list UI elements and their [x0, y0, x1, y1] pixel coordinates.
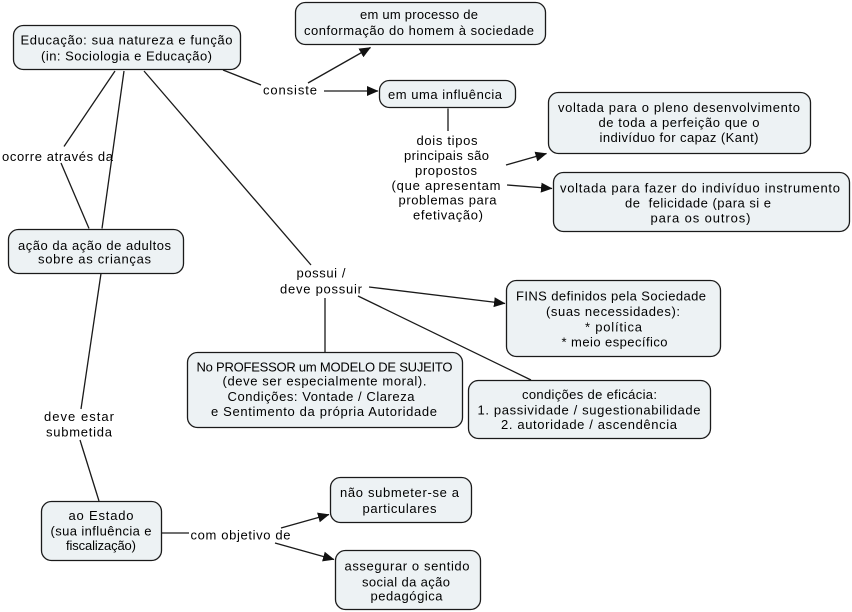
svg-text:Educação: sua natureza e funçã: Educação: sua natureza e função [21, 32, 233, 47]
svg-text:principais são: principais são [404, 148, 489, 163]
svg-text:Condições: Vontade / Clareza: Condições: Vontade / Clareza [228, 389, 416, 404]
svg-text:(sua influência e: (sua influência e [51, 524, 152, 539]
svg-text:possui /: possui / [297, 265, 346, 280]
svg-text:em um processo de: em um processo de [360, 7, 478, 22]
svg-text:(deve ser especialmente moral): (deve ser especialmente moral). [223, 374, 427, 389]
svg-text:(que apresentam: (que apresentam [392, 178, 501, 193]
svg-text:conformação do homem à socieda: conformação do homem à sociedade [304, 23, 534, 38]
svg-text:particulares: particulares [363, 501, 438, 516]
svg-text:social da ação: social da ação [362, 575, 450, 590]
svg-text:voltada para fazer do indivídu: voltada para fazer do indivíduo instrume… [560, 181, 840, 196]
svg-text:para os outros): para os outros) [651, 211, 751, 226]
svg-text:com objetivo de: com objetivo de [191, 528, 291, 543]
svg-text:voltada para o pleno desenvolv: voltada para o pleno desenvolvimento [558, 100, 800, 115]
svg-text:(suas necessidades):: (suas necessidades): [546, 304, 680, 319]
svg-text:indivíduo for capaz (Kant): indivíduo for capaz (Kant) [600, 130, 759, 145]
svg-text:submetida: submetida [46, 425, 113, 440]
svg-text:assegurar o sentido: assegurar o sentido [345, 559, 470, 574]
svg-text:1. passividade / sugestionabil: 1. passividade / sugestionabilidade [478, 402, 701, 417]
svg-text:em uma influência: em uma influência [388, 87, 503, 102]
svg-text:* política: * política [585, 320, 643, 335]
svg-text:ação da ação de adultos: ação da ação de adultos [18, 238, 172, 253]
svg-text:FINS definidos pela Sociedade: FINS definidos pela Sociedade [516, 289, 706, 304]
svg-text:sobre as crianças: sobre as crianças [38, 252, 152, 267]
svg-text:deve estar: deve estar [44, 409, 115, 424]
svg-text:não submeter-se a: não submeter-se a [340, 485, 460, 500]
svg-text:condições de eficácia:: condições de eficácia: [522, 387, 657, 402]
svg-text:efetivação): efetivação) [413, 208, 483, 223]
svg-text:* meio específico: * meio específico [562, 335, 668, 350]
svg-text:consiste: consiste [263, 83, 317, 98]
svg-text:dois tipos: dois tipos [417, 133, 479, 148]
svg-text:fiscalização): fiscalização) [66, 538, 136, 553]
svg-text:ocorre através da: ocorre através da [2, 149, 114, 164]
svg-text:pedagógica: pedagógica [371, 589, 444, 604]
svg-text:propostos: propostos [415, 163, 478, 178]
svg-text:(in: Sociologia e Educação): (in: Sociologia e Educação) [41, 49, 212, 64]
svg-text:deve possuir: deve possuir [280, 281, 363, 296]
svg-text:e Sentimento da própria Autori: e Sentimento da própria Autoridade [211, 404, 437, 419]
svg-text:ao Estado: ao Estado [69, 508, 134, 523]
svg-text:de felicidade (para si e: de felicidade (para si e [625, 196, 771, 211]
svg-text:No PROFESSOR um MODELO DE SUJE: No PROFESSOR um MODELO DE SUJEITO [197, 359, 453, 374]
svg-text:problemas para: problemas para [399, 193, 498, 208]
svg-text:2. autoridade / ascendência: 2. autoridade / ascendência [501, 417, 678, 432]
svg-text:de toda a perfeição que o: de toda a perfeição que o [599, 115, 760, 130]
